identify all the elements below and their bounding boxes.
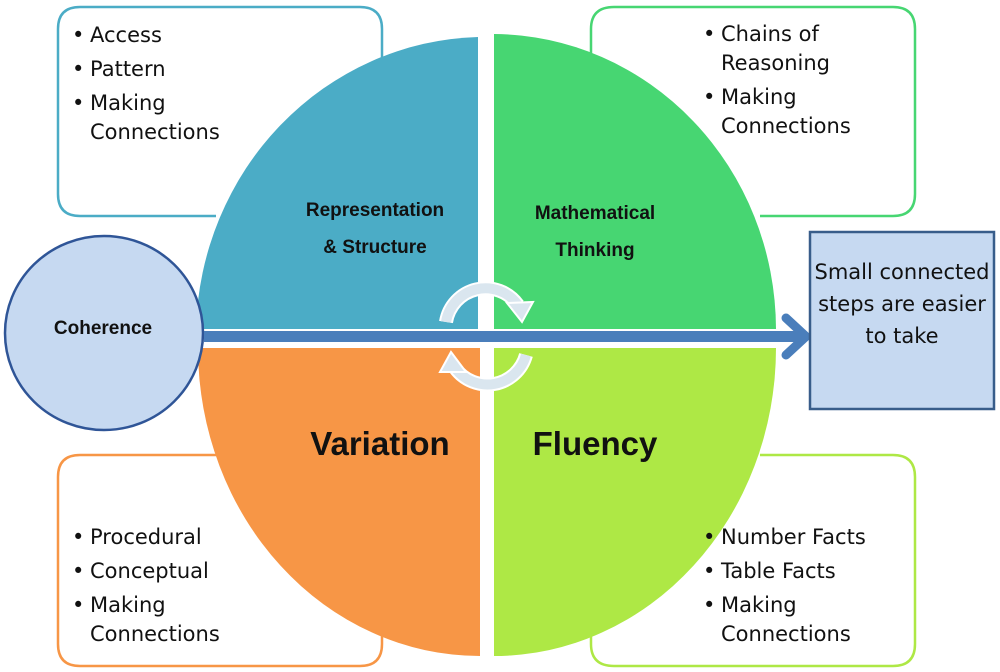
list-item: Access — [70, 21, 360, 50]
coherence-circle — [3, 234, 205, 432]
list-item: Making Connections — [701, 83, 861, 141]
variation-label: Variation — [310, 425, 450, 462]
coherence-label: Coherence — [53, 318, 153, 339]
label-line: Thinking — [555, 240, 635, 261]
progression-arrow-shaft — [204, 331, 804, 342]
outcome-text: Small connected steps are easier to take — [814, 260, 990, 348]
label-line: Mathematical — [534, 203, 656, 224]
variation-quadrant — [198, 348, 480, 656]
cycle-arrow-top-icon — [439, 281, 535, 324]
cycle-arrow-bottom-icon — [438, 350, 533, 392]
list-item: Table Facts — [701, 557, 911, 586]
list-item: Making Connections — [701, 591, 861, 649]
mathematical-thinking-box — [589, 5, 917, 218]
representation-list: Access Pattern Making Connections — [70, 21, 360, 152]
fluency-quadrant — [494, 348, 776, 656]
fluency-list: Number Facts Table Facts Making Connecti… — [701, 523, 911, 654]
fluency-label: Fluency — [532, 425, 658, 462]
variation-list: Procedural Conceptual Making Connections — [70, 523, 360, 654]
representation-quadrant — [196, 37, 478, 329]
list-item: Chains of Reasoning — [701, 20, 841, 78]
list-item: Making Connections — [70, 591, 230, 649]
label-line: Representation — [305, 200, 445, 221]
list-item: Making Connections — [70, 89, 230, 147]
variation-box — [56, 453, 384, 668]
outcome-box — [808, 230, 996, 411]
list-item: Procedural — [70, 523, 360, 552]
mathematical-thinking-label: Mathematical Thinking — [500, 195, 690, 269]
progression-arrow-head — [781, 313, 811, 360]
list-item: Conceptual — [70, 557, 360, 586]
list-item: Pattern — [70, 55, 360, 84]
mathematical-thinking-quadrant — [494, 34, 776, 329]
fluency-box — [589, 453, 917, 668]
label-line: & Structure — [323, 237, 427, 258]
list-item: Number Facts — [701, 523, 911, 552]
representation-label: Representation & Structure — [280, 192, 470, 266]
representation-box — [56, 5, 384, 218]
mathematical-thinking-list: Chains of Reasoning Making Connections — [701, 20, 901, 146]
